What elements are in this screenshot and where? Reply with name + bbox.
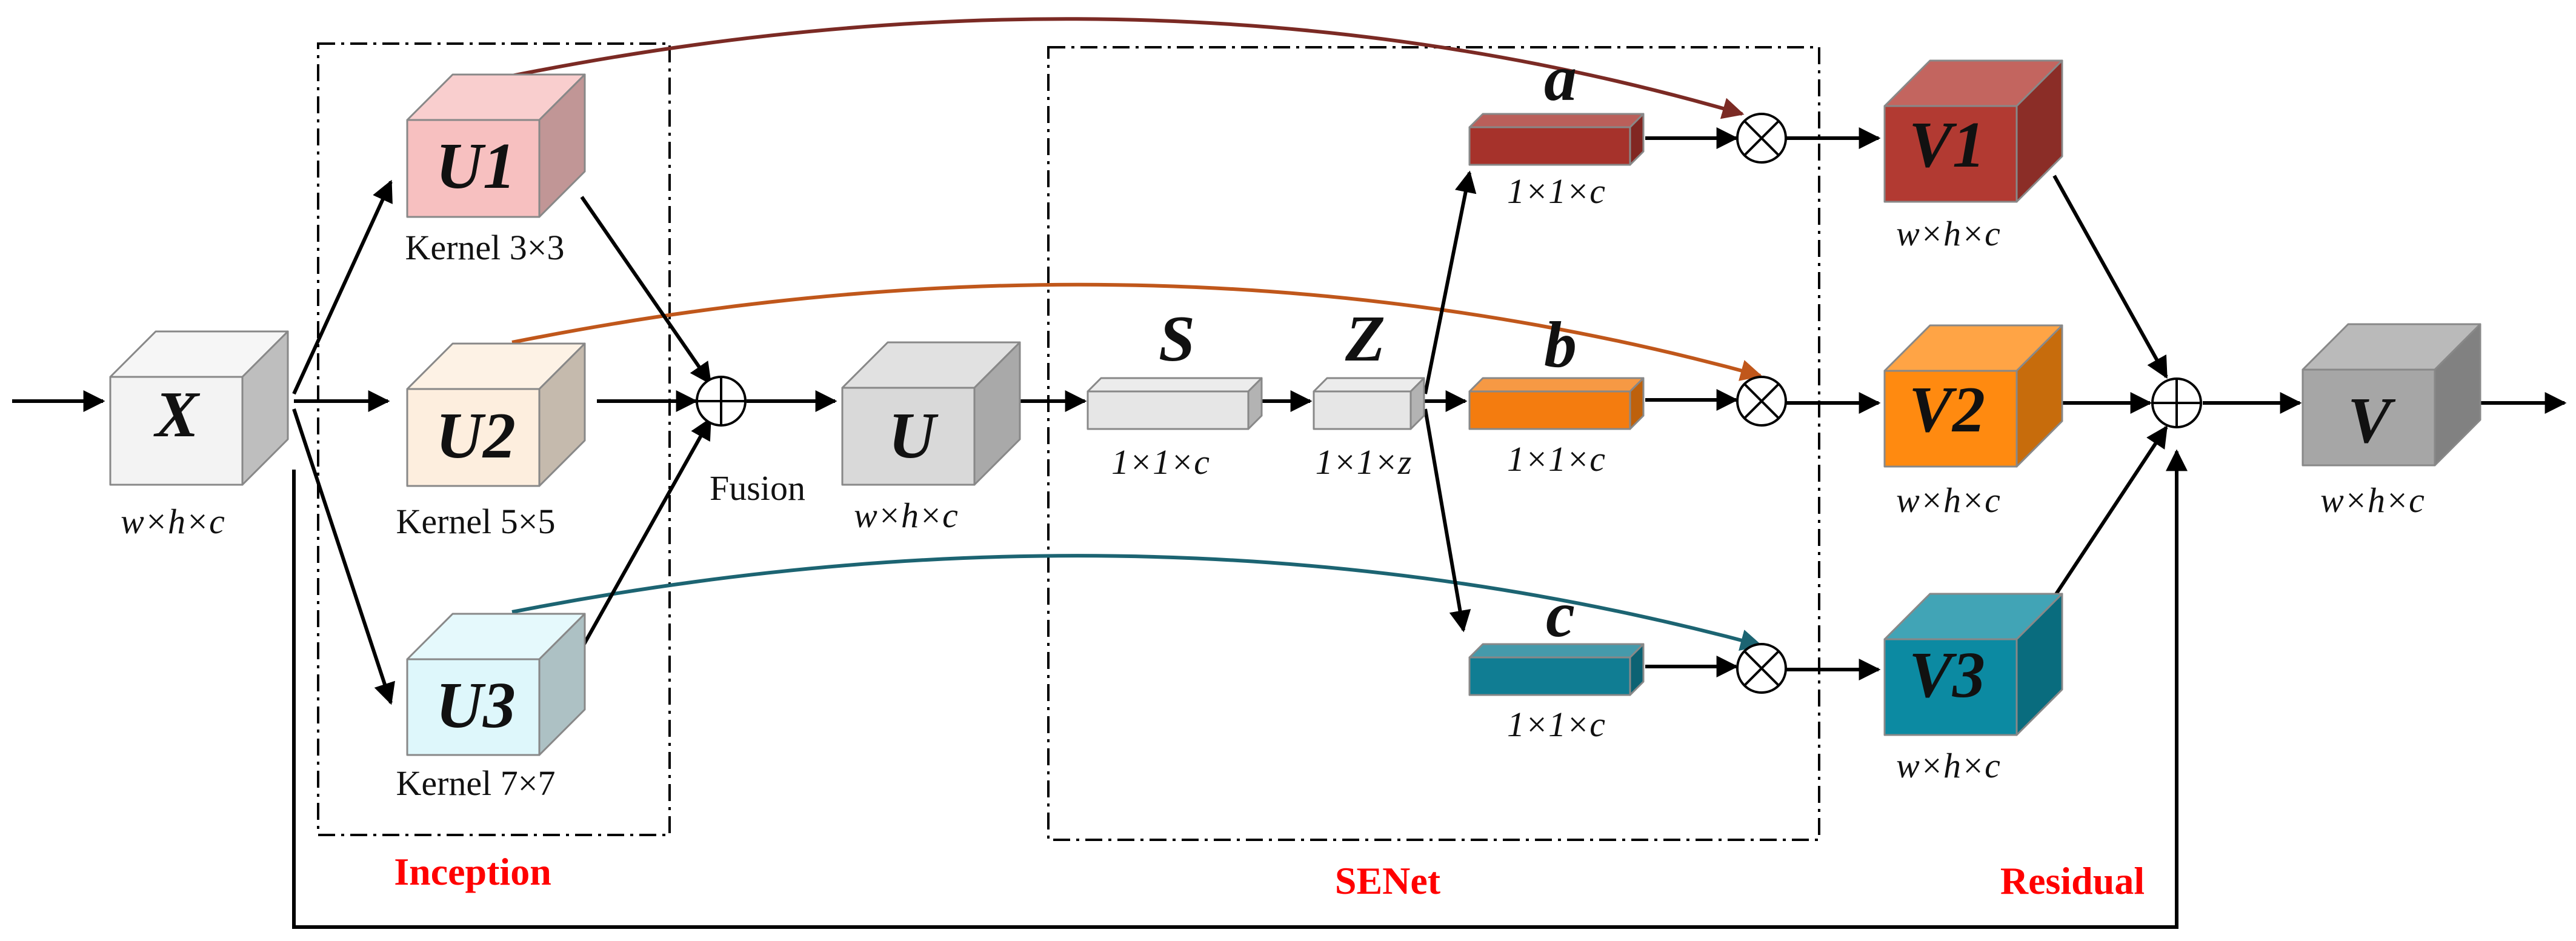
u3-cube bbox=[406, 613, 586, 756]
multiply-operator-b bbox=[1736, 376, 1787, 427]
x-to-u1-arrow bbox=[292, 179, 393, 395]
u1-to-fusion-arrow bbox=[580, 196, 712, 385]
fusion-sum-operator bbox=[696, 376, 747, 427]
a-bar bbox=[1468, 113, 1645, 166]
skip-curve-u1 bbox=[511, 17, 1745, 119]
residual-path bbox=[292, 449, 2188, 929]
v3-symbol: V3 bbox=[1909, 639, 1985, 711]
u1-cube bbox=[406, 73, 586, 218]
x-symbol: X bbox=[153, 379, 201, 451]
z-to-c-arrow bbox=[1423, 408, 1471, 633]
u-dims: w×h×c bbox=[854, 496, 958, 535]
z-symbol: Z bbox=[1345, 303, 1385, 375]
u2-symbol: U2 bbox=[436, 400, 516, 472]
s-dims: 1×1×c bbox=[1111, 442, 1210, 482]
u3-kernel-label: Kernel 7×7 bbox=[396, 763, 555, 803]
u3-symbol: U3 bbox=[436, 670, 516, 742]
u1-symbol: U1 bbox=[436, 130, 516, 202]
senet-label: SENet bbox=[1335, 859, 1441, 902]
c-dims: 1×1×c bbox=[1507, 705, 1605, 744]
v-dims: w×h×c bbox=[2320, 480, 2425, 520]
v-cube bbox=[2301, 323, 2481, 467]
v2-symbol: V2 bbox=[1909, 374, 1985, 446]
u2-cube bbox=[406, 342, 586, 487]
v1-cube bbox=[1883, 59, 2063, 203]
multiply-operator-a bbox=[1736, 113, 1787, 164]
x-to-u3-arrow bbox=[292, 408, 395, 705]
v2-cube bbox=[1883, 324, 2063, 468]
u3-to-fusion-arrow bbox=[580, 417, 712, 650]
v1-to-sum-arrow bbox=[2052, 175, 2168, 379]
skip-curve-u3 bbox=[511, 554, 1763, 651]
z-bar bbox=[1313, 377, 1425, 430]
v1-dims: w×h×c bbox=[1896, 214, 2000, 253]
s-symbol: S bbox=[1159, 303, 1195, 375]
inception-box bbox=[317, 42, 671, 836]
fusion-label: Fusion bbox=[710, 468, 805, 508]
inception-label: Inception bbox=[394, 850, 551, 893]
v3-to-sum-arrow bbox=[2052, 425, 2168, 598]
a-symbol: a bbox=[1544, 42, 1577, 115]
v3-dims: w×h×c bbox=[1896, 746, 2000, 785]
c-bar bbox=[1468, 643, 1645, 696]
b-bar bbox=[1468, 377, 1645, 430]
c-symbol: c bbox=[1546, 579, 1575, 651]
v-symbol: V bbox=[2348, 385, 2396, 457]
b-symbol: b bbox=[1544, 309, 1577, 381]
s-bar bbox=[1087, 377, 1263, 430]
b-dims: 1×1×c bbox=[1507, 439, 1605, 479]
v1-symbol: V1 bbox=[1909, 109, 1985, 181]
x-dims: w×h×c bbox=[121, 502, 225, 541]
u-cube bbox=[841, 341, 1021, 486]
v3-cube bbox=[1883, 593, 2063, 736]
z-to-a-arrow bbox=[1423, 170, 1477, 394]
multiply-operator-c bbox=[1736, 643, 1787, 694]
u-symbol: U bbox=[888, 400, 939, 472]
u2-kernel-label: Kernel 5×5 bbox=[396, 502, 555, 541]
x-cube bbox=[109, 330, 289, 486]
z-dims: 1×1×z bbox=[1316, 442, 1412, 482]
skip-curve-u2 bbox=[511, 282, 1763, 381]
residual-sum-operator bbox=[2151, 377, 2202, 428]
v2-dims: w×h×c bbox=[1896, 480, 2000, 520]
residual-label: Residual bbox=[2000, 859, 2145, 902]
u1-kernel-label: Kernel 3×3 bbox=[405, 228, 564, 267]
a-dims: 1×1×c bbox=[1507, 171, 1605, 211]
